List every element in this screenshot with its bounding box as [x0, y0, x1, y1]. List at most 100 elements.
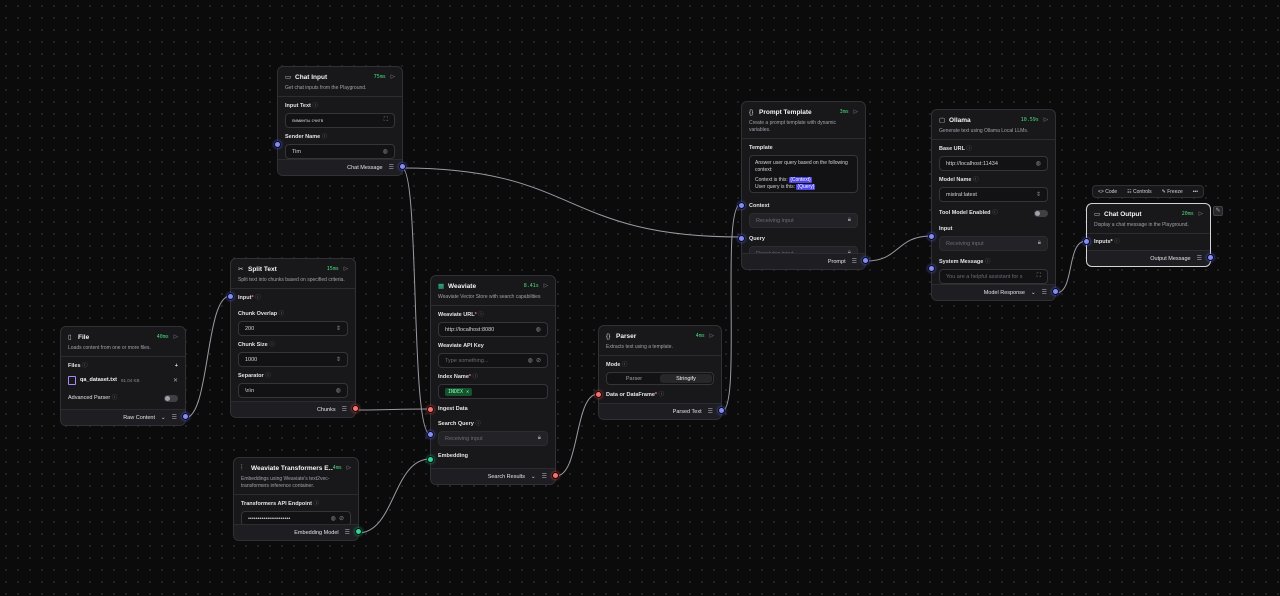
- freeze-button[interactable]: ✎ Freeze: [1161, 188, 1183, 195]
- output-options-icon[interactable]: ☰: [171, 415, 177, 421]
- embedding-handle[interactable]: [427, 456, 434, 463]
- label-text: Data or DataFrame: [606, 392, 655, 398]
- system-message-handle[interactable]: [928, 265, 935, 272]
- output-handle[interactable]: [399, 163, 406, 170]
- index-name-field[interactable]: INDEX ✕: [438, 384, 548, 399]
- output-options-icon[interactable]: ☰: [1196, 256, 1202, 262]
- eye-off-icon[interactable]: ⊘: [338, 516, 344, 522]
- node-footer: Chat Message☰: [278, 159, 402, 175]
- play-icon[interactable]: ▷: [390, 74, 395, 80]
- template-editor[interactable]: Answer user query based on the following…: [749, 155, 858, 193]
- globe-icon[interactable]: ◍: [382, 149, 388, 155]
- chunk-size-field[interactable]: 1000⇕: [238, 352, 348, 367]
- more-options-icon[interactable]: •••: [1192, 188, 1198, 195]
- sender-name-field[interactable]: Tim◍: [285, 144, 395, 159]
- query-handle[interactable]: [738, 235, 745, 242]
- output-options-icon[interactable]: ☰: [388, 165, 394, 171]
- input-handle[interactable]: [928, 233, 935, 240]
- play-icon[interactable]: ▷: [173, 334, 178, 340]
- field-value: http://localhost:11434: [946, 160, 998, 167]
- output-options-icon[interactable]: ☰: [341, 407, 347, 413]
- chunk-overlap-field[interactable]: 200⇕: [238, 321, 348, 336]
- transformers-embeddings-node[interactable]: ⦙Weaviate Transformers E...4ms▷ Embeddin…: [233, 457, 362, 541]
- search-query-handle[interactable]: [427, 431, 434, 438]
- output-handle[interactable]: [718, 407, 725, 414]
- output-options-icon[interactable]: ☰: [344, 530, 350, 536]
- add-file-icon[interactable]: +: [174, 363, 178, 369]
- field-label: System Message ⓘ: [939, 257, 1048, 267]
- output-options-icon[interactable]: ☰: [541, 474, 547, 480]
- context-handle[interactable]: [738, 202, 745, 209]
- data-input-handle[interactable]: [595, 391, 602, 398]
- separator-field[interactable]: \n\n◍: [238, 383, 348, 398]
- node-footer: Raw Content⌄☰: [61, 409, 185, 425]
- output-handle[interactable]: [352, 405, 359, 412]
- inputs-handle[interactable]: [1083, 238, 1090, 245]
- tool-model-toggle[interactable]: [1034, 209, 1048, 217]
- play-icon[interactable]: ▷: [343, 266, 348, 272]
- weaviate-url-field[interactable]: http://localhost:8080◍: [438, 322, 548, 337]
- remove-file-icon[interactable]: ✕: [172, 377, 178, 384]
- expand-icon[interactable]: ⛶: [1036, 273, 1041, 279]
- advanced-parser-toggle[interactable]: [164, 394, 178, 402]
- mode-stringify-tab[interactable]: Stringify: [660, 374, 712, 383]
- input-text-field[interactable]: пиминты считв⛶: [285, 113, 395, 128]
- info-icon: ⓘ: [321, 134, 328, 140]
- chevron-down-icon[interactable]: ⌄: [161, 414, 166, 421]
- template-text: User query is this:: [755, 183, 796, 190]
- globe-icon[interactable]: ◍: [535, 327, 541, 333]
- stepper-icon[interactable]: ⇕: [335, 357, 341, 363]
- output-handle[interactable]: [1207, 254, 1214, 261]
- field-label: Query: [749, 234, 858, 244]
- chevron-down-icon[interactable]: ⌄: [531, 473, 536, 480]
- node-description: Get chat inputs from the Playground.: [285, 85, 367, 91]
- ingest-handle[interactable]: [427, 406, 434, 413]
- input-handle[interactable]: [227, 293, 234, 300]
- output-handle[interactable]: [182, 413, 189, 420]
- play-icon[interactable]: ▷: [709, 333, 714, 339]
- output-options-icon[interactable]: ☰: [707, 409, 713, 415]
- input-handle[interactable]: [274, 141, 281, 148]
- index-chip[interactable]: INDEX ✕: [445, 387, 473, 396]
- output-handle[interactable]: [862, 257, 869, 264]
- base-url-field[interactable]: http://localhost:11434 ◍: [939, 156, 1048, 171]
- globe-icon[interactable]: ◍: [330, 516, 336, 522]
- chat-icon: ▭: [285, 74, 292, 81]
- output-options-icon[interactable]: ☰: [1041, 290, 1047, 296]
- weaviate-api-key-field[interactable]: Type something...◍⊘: [438, 353, 548, 368]
- globe-icon[interactable]: ◍: [1035, 161, 1041, 167]
- output-handle[interactable]: [355, 528, 362, 535]
- globe-icon[interactable]: ◍: [527, 358, 533, 364]
- play-icon[interactable]: ▷: [543, 283, 548, 289]
- label-text: Chunk Size: [238, 342, 268, 348]
- code-button[interactable]: <> Code: [1097, 188, 1118, 195]
- controls-button[interactable]: ☷ Controls: [1127, 188, 1152, 195]
- expand-icon[interactable]: ⛶: [383, 117, 388, 123]
- chevron-down-icon[interactable]: ⌄: [1031, 289, 1036, 296]
- play-icon[interactable]: ▷: [1043, 117, 1048, 123]
- field-label: Tool Model Enabled ⓘ: [939, 208, 1048, 218]
- stepper-icon[interactable]: ⇕: [335, 326, 341, 332]
- play-icon[interactable]: ▷: [1198, 211, 1203, 217]
- output-handle[interactable]: [552, 472, 559, 479]
- edit-icon[interactable]: ✎: [1213, 206, 1223, 216]
- globe-icon[interactable]: ◍: [335, 388, 341, 394]
- system-message-field[interactable]: You are a helpful assistant for s⛶: [939, 269, 1048, 284]
- eye-off-icon[interactable]: ⊘: [535, 358, 541, 364]
- output-handle[interactable]: [1052, 288, 1059, 295]
- output-options-icon[interactable]: ☰: [851, 259, 857, 265]
- run-time: 4ms: [695, 333, 705, 339]
- play-icon[interactable]: ▷: [346, 465, 351, 471]
- mode-parser-tab[interactable]: Parser: [625, 375, 643, 382]
- play-icon[interactable]: ▷: [853, 109, 858, 115]
- model-name-select[interactable]: mistral:latest⇕: [939, 187, 1048, 202]
